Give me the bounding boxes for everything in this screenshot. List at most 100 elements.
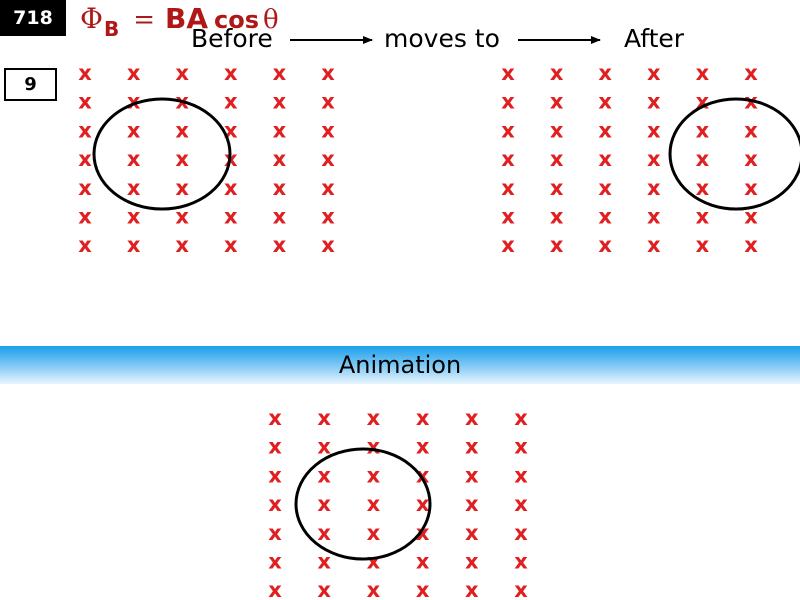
field-x-mark: x [367, 550, 381, 574]
field-x-mark: x [321, 205, 335, 229]
field-x-mark: x [268, 435, 282, 459]
field-x-mark: x [416, 578, 430, 600]
field-x-mark: x [367, 521, 381, 545]
field-x-mark: x [268, 492, 282, 516]
field-x-mark: x [514, 435, 528, 459]
field-x-mark: x [647, 90, 661, 114]
slide-number: 718 [0, 0, 66, 36]
field-x-mark: x [321, 147, 335, 171]
field-x-mark: x [78, 205, 92, 229]
loop-animation [294, 447, 432, 561]
field-x-mark: x [501, 147, 515, 171]
field-x-mark: x [268, 463, 282, 487]
field-x-mark: x [598, 205, 612, 229]
field-x-mark: x [273, 176, 287, 200]
field-x-mark: x [321, 176, 335, 200]
field-x-mark: x [175, 61, 189, 85]
field-x-mark: x [78, 118, 92, 142]
field-x-mark: x [696, 61, 710, 85]
field-x-mark: x [744, 205, 758, 229]
field-x-mark: x [744, 118, 758, 142]
field-x-mark: x [550, 233, 564, 257]
field-x-mark: x [416, 550, 430, 574]
field-x-mark: x [514, 578, 528, 600]
field-x-mark: x [127, 147, 141, 171]
field-x-mark: x [550, 147, 564, 171]
field-x-mark: x [175, 176, 189, 200]
field-x-mark: x [268, 521, 282, 545]
field-x-mark: x [268, 578, 282, 600]
field-x-mark: x [367, 463, 381, 487]
field-x-mark: x [273, 90, 287, 114]
field-x-mark: x [647, 147, 661, 171]
field-x-mark: x [465, 435, 479, 459]
field-x-mark: x [317, 435, 331, 459]
field-x-mark: x [317, 463, 331, 487]
field-x-mark: x [550, 176, 564, 200]
field-x-mark: x [598, 147, 612, 171]
field-x-mark: x [550, 61, 564, 85]
field-x-mark: x [317, 578, 331, 600]
problem-number-box: 9 [4, 68, 57, 101]
field-x-mark: x [127, 233, 141, 257]
field-x-mark: x [514, 463, 528, 487]
field-x-mark: x [465, 406, 479, 430]
loop-after [668, 97, 800, 211]
field-x-mark: x [367, 578, 381, 600]
formula-subscript: B [103, 17, 120, 41]
field-x-mark: x [465, 521, 479, 545]
field-x-mark: x [647, 205, 661, 229]
field-x-mark: x [321, 90, 335, 114]
field-x-mark: x [598, 90, 612, 114]
formula-theta: θ [263, 5, 279, 35]
field-x-mark: x [127, 118, 141, 142]
field-x-mark: x [501, 233, 515, 257]
field-x-mark: x [367, 435, 381, 459]
field-x-mark: x [465, 463, 479, 487]
field-x-mark: x [647, 61, 661, 85]
field-x-mark: x [696, 205, 710, 229]
field-x-mark: x [501, 90, 515, 114]
field-x-mark: x [514, 492, 528, 516]
field-x-mark: x [127, 90, 141, 114]
animation-label: Animation [338, 351, 462, 379]
field-x-mark: x [696, 118, 710, 142]
field-x-mark: x [550, 90, 564, 114]
field-x-mark: x [647, 233, 661, 257]
field-x-mark: x [465, 550, 479, 574]
field-x-mark: x [367, 492, 381, 516]
field-x-mark: x [175, 233, 189, 257]
field-x-mark: x [465, 578, 479, 600]
caption-after: After [624, 24, 685, 53]
field-x-mark: x [501, 176, 515, 200]
field-x-mark: x [514, 521, 528, 545]
field-x-mark: x [268, 550, 282, 574]
field-x-mark: x [273, 205, 287, 229]
field-x-mark: x [501, 205, 515, 229]
field-x-mark: x [598, 118, 612, 142]
field-x-mark: x [367, 406, 381, 430]
formula-phi: Φ [80, 2, 103, 35]
field-x-mark: x [273, 61, 287, 85]
field-x-mark: x [744, 176, 758, 200]
field-x-mark: x [78, 147, 92, 171]
field-x-mark: x [647, 118, 661, 142]
field-x-mark: x [514, 550, 528, 574]
field-x-mark: x [647, 176, 661, 200]
field-x-mark: x [416, 435, 430, 459]
formula-cos: cos [214, 6, 260, 34]
field-x-mark: x [78, 176, 92, 200]
field-x-mark: x [321, 118, 335, 142]
field-x-mark: x [317, 492, 331, 516]
field-x-mark: x [321, 233, 335, 257]
field-x-mark: x [550, 205, 564, 229]
field-x-mark: x [550, 118, 564, 142]
field-x-mark: x [696, 233, 710, 257]
field-x-mark: x [416, 406, 430, 430]
field-x-mark: x [744, 147, 758, 171]
field-x-mark: x [416, 521, 430, 545]
field-x-mark: x [744, 61, 758, 85]
